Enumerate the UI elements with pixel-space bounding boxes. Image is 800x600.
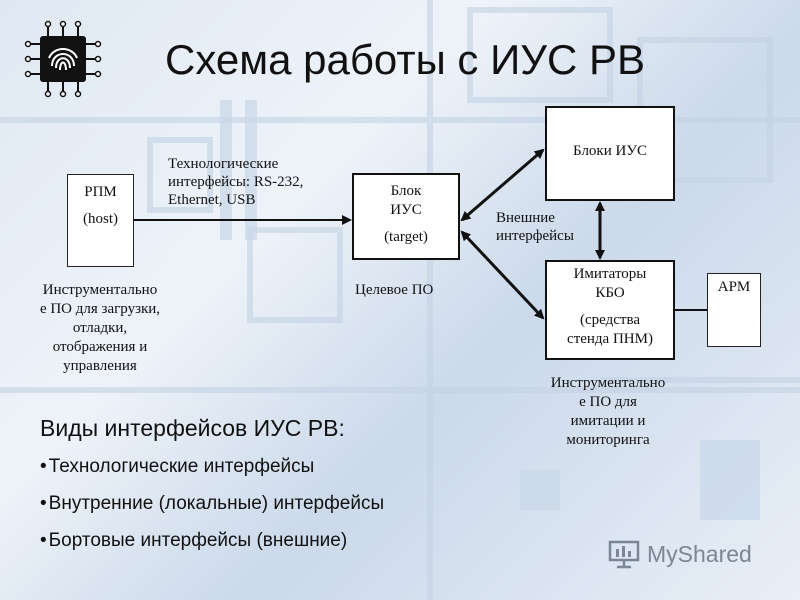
host-tools-label: Инструментально е ПО для загрузки, отлад… bbox=[39, 282, 161, 374]
ius-target-box: Блок ИУС (target) bbox=[352, 173, 460, 260]
interface-types-heading: Виды интерфейсов ИУС РВ: bbox=[40, 415, 345, 441]
rpm-label: РПМ bbox=[84, 184, 117, 200]
arm-label: АРМ bbox=[717, 279, 751, 295]
blok-label: Блок bbox=[390, 183, 422, 199]
watermark-text: MyShared bbox=[647, 540, 752, 567]
interface-types-section: Виды интерфейсов ИУС РВ: Технологические… bbox=[40, 415, 384, 567]
arm-box: АРМ bbox=[707, 273, 761, 347]
target-label: (target) bbox=[384, 229, 428, 245]
ius-blocks-label: Блоки ИУС bbox=[573, 143, 647, 159]
simulation-tools-label: Инструментально е ПО для имитации и мони… bbox=[550, 375, 666, 448]
list-item: Технологические интерфейсы bbox=[40, 456, 384, 478]
simulators-label: Имитаторы bbox=[573, 266, 647, 282]
watermark: MyShared bbox=[607, 538, 752, 570]
target-software-label: Целевое ПО bbox=[355, 282, 434, 298]
interface-types-list: Технологические интерфейсы Внутренние (л… bbox=[40, 456, 384, 552]
tech-interfaces-label: Технологические интерфейсы: RS-232, Ethe… bbox=[168, 156, 304, 208]
page-title: Схема работы с ИУС РВ bbox=[165, 36, 645, 83]
ius-blocks-box: Блоки ИУС bbox=[545, 106, 675, 201]
list-item: Внутренние (локальные) интерфейсы bbox=[40, 493, 384, 515]
kbo-simulators-box: Имитаторы КБО (средства стенда ПНМ) bbox=[545, 260, 675, 360]
kbo-label: КБО bbox=[595, 285, 625, 301]
chip-fingerprint-icon bbox=[24, 20, 102, 98]
ius-label: ИУС bbox=[390, 202, 422, 218]
external-interfaces-label: Внешние интерфейсы bbox=[496, 210, 574, 244]
presentation-board-icon bbox=[608, 540, 640, 569]
rpm-host-box: РПМ (host) bbox=[67, 174, 134, 267]
host-label: (host) bbox=[83, 211, 118, 227]
list-item: Бортовые интерфейсы (внешние) bbox=[40, 530, 384, 552]
stand-label-1: (средства bbox=[580, 312, 640, 328]
stand-label-2: стенда ПНМ) bbox=[567, 331, 653, 347]
